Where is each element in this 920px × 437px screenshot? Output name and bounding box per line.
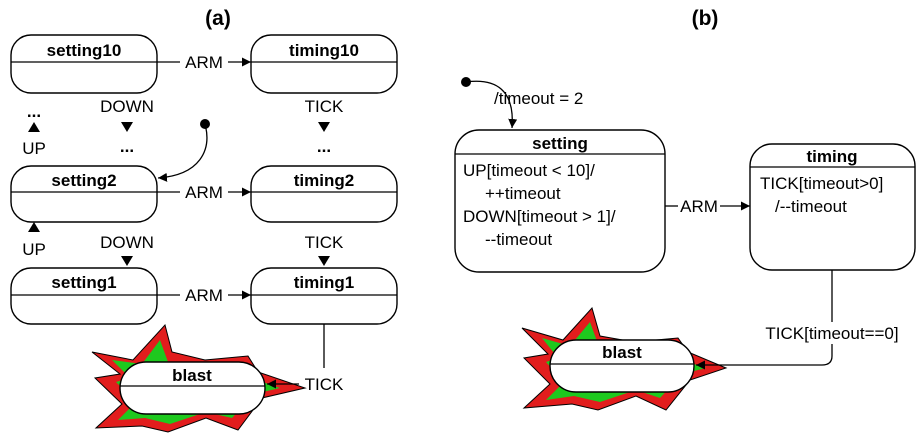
state-timing10-label: timing10: [289, 41, 359, 60]
initial-label-b: /timeout = 2: [494, 89, 583, 108]
state-setting10: setting10: [10, 34, 158, 94]
panel-a-heading: (a): [205, 7, 231, 30]
state-setting1-label: setting1: [51, 273, 116, 292]
state-setting10-label: setting10: [47, 41, 122, 60]
tick-b-arrow: [696, 344, 833, 370]
tick-blast-label: TICK: [305, 375, 344, 394]
tick-top-label: TICK: [305, 97, 344, 116]
state-blast-b: blast: [549, 339, 695, 393]
state-setting-b: setting UP[timeout < 10]/ ++timeout DOWN…: [454, 129, 666, 273]
down-bot-label: DOWN: [100, 233, 154, 252]
ellipsis-tick: ...: [317, 137, 331, 156]
timing-b-line-1: TICK[timeout>0]: [760, 174, 883, 193]
ellipsis-down: ...: [120, 137, 134, 156]
state-timing1: timing1: [250, 267, 398, 325]
panel-b-heading: (b): [692, 7, 719, 30]
arm-top-label: ARM: [185, 53, 223, 72]
setting-b-line-4: --timeout: [485, 230, 552, 249]
state-timing1-label: timing1: [294, 273, 354, 292]
up-top-arrowhead: [28, 122, 40, 132]
state-timing-b: timing TICK[timeout>0] /--timeout: [749, 143, 916, 271]
down-bot-arrowhead: [121, 256, 133, 266]
setting-b-line-3: DOWN[timeout > 1]/: [463, 207, 616, 226]
up-bot-arrowhead: [28, 222, 40, 232]
state-setting2: setting2: [10, 165, 158, 223]
up-bot-label: UP: [22, 240, 46, 259]
arm-bot-label: ARM: [185, 286, 223, 305]
setting-b-line-2: ++timeout: [485, 184, 561, 203]
state-timing2: timing2: [250, 165, 398, 223]
down-top-arrowhead: [121, 122, 133, 132]
state-blast-a-label: blast: [172, 366, 212, 385]
initial-transition-a: [157, 123, 208, 182]
state-blast-b-label: blast: [602, 343, 642, 362]
tick-mid-arrowhead: [318, 256, 330, 266]
state-setting1: setting1: [10, 267, 158, 325]
down-top-label: DOWN: [100, 97, 154, 116]
initial-transition-b: [465, 80, 518, 129]
up-top-label: UP: [22, 139, 46, 158]
tick-top-arrowhead: [318, 122, 330, 132]
ellipsis-left: ...: [27, 102, 41, 121]
tick-mid-label: TICK: [305, 233, 344, 252]
state-timing10: timing10: [250, 34, 398, 94]
timing-b-line-2: /--timeout: [775, 197, 847, 216]
state-setting2-label: setting2: [51, 171, 116, 190]
state-timing-b-label: timing: [807, 147, 858, 166]
tick-b-label: TICK[timeout==0]: [765, 324, 898, 343]
state-timing2-label: timing2: [294, 171, 354, 190]
state-setting-b-label: setting: [532, 134, 588, 153]
arm-mid-label: ARM: [185, 183, 223, 202]
setting-b-line-1: UP[timeout < 10]/: [463, 161, 595, 180]
arm-b-label: ARM: [680, 197, 718, 216]
state-blast-a: blast: [119, 361, 266, 415]
